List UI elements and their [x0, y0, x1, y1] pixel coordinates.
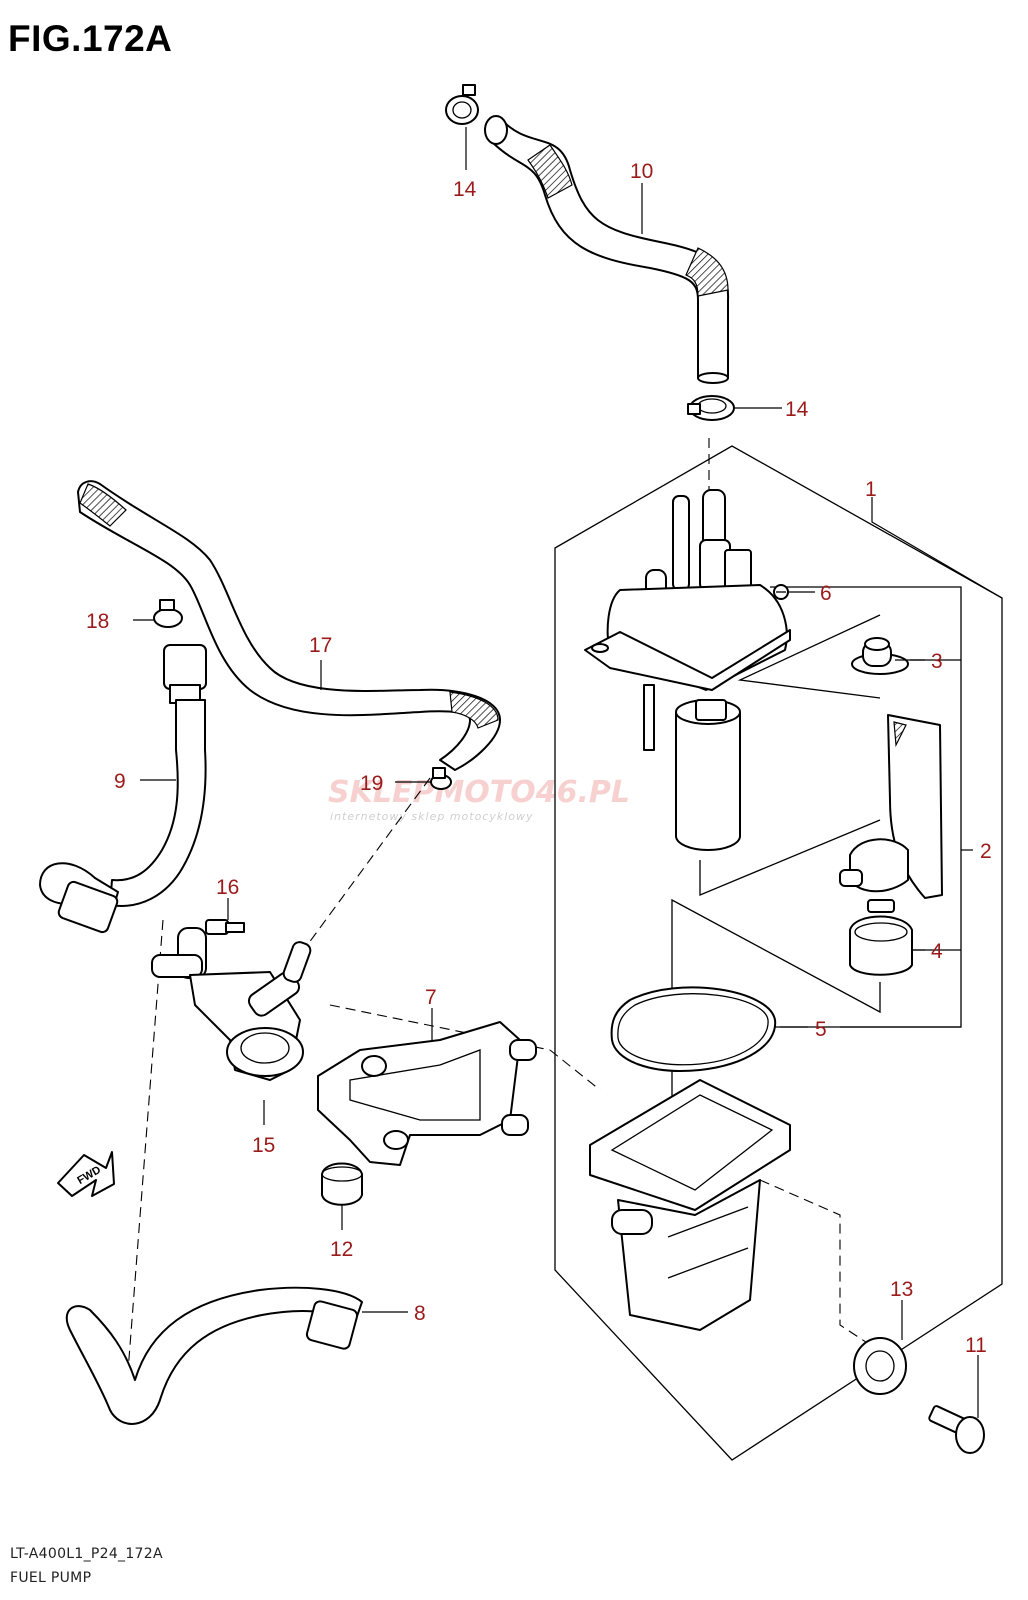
callout-1: 1 — [865, 478, 877, 501]
fuel-hose-10 — [484, 115, 730, 384]
fuel-hose-9 — [39, 644, 207, 934]
callout-labels: 1 2 3 4 5 6 7 8 9 10 11 12 13 14 14 15 1… — [86, 160, 992, 1357]
fuel-hose-8 — [65, 1286, 363, 1425]
fuel-filter-2 — [839, 714, 943, 899]
callout-13: 13 — [890, 1278, 913, 1301]
callout-5: 5 — [815, 1018, 827, 1041]
filter-holder-4 — [849, 899, 913, 976]
bolt-11 — [928, 1405, 985, 1454]
gasket-5 — [610, 986, 777, 1072]
model-code: LT-A400L1_P24_172A — [10, 1546, 163, 1562]
callout-10: 10 — [630, 160, 653, 183]
callout-18: 18 — [86, 610, 109, 633]
callout-17: 17 — [309, 634, 332, 657]
figure-caption: FUEL PUMP — [10, 1570, 92, 1586]
leader-lines — [133, 127, 1003, 1418]
fuel-hose-17 — [77, 480, 501, 771]
callout-19: 19 — [360, 772, 383, 795]
pump-housing — [589, 1079, 791, 1331]
callout-16: 16 — [216, 876, 239, 899]
callout-9: 9 — [114, 770, 126, 793]
bracket-7 — [317, 1021, 537, 1166]
callout-2: 2 — [980, 840, 992, 863]
fuel-pump-unit — [584, 489, 791, 851]
watermark-brand: SKLEPMOTO46.PL — [328, 775, 630, 810]
figure-title: FIG.172A — [8, 18, 173, 59]
pump-mount-15 — [151, 927, 312, 1081]
callout-3: 3 — [931, 650, 943, 673]
grommet-13 — [853, 1337, 907, 1395]
hose-clamp-18 — [153, 599, 183, 628]
fwd-arrow-icon: FWD — [57, 1151, 115, 1197]
callout-11: 11 — [965, 1334, 987, 1357]
grommet-12 — [321, 1162, 363, 1206]
watermark-tagline: internetowy sklep motocyklowy — [330, 810, 534, 823]
bolt-16 — [205, 919, 245, 935]
hose-clamp-14-top — [445, 84, 479, 125]
callout-12: 12 — [330, 1238, 353, 1261]
callout-4: 4 — [931, 940, 943, 963]
callout-14-top: 14 — [453, 178, 477, 201]
hose-clamp-19 — [430, 767, 452, 790]
callout-14-mid: 14 — [785, 398, 809, 421]
callout-6: 6 — [820, 582, 832, 605]
callout-15: 15 — [252, 1134, 275, 1157]
regulator-3 — [851, 637, 909, 675]
watermark: SKLEPMOTO46.PL internetowy sklep motocyk… — [328, 775, 630, 823]
screw-6 — [773, 584, 789, 600]
callout-7: 7 — [425, 986, 437, 1009]
hose-clamp-14-mid — [687, 395, 735, 421]
assembly-outline — [554, 445, 1003, 1461]
callout-8: 8 — [414, 1302, 426, 1325]
